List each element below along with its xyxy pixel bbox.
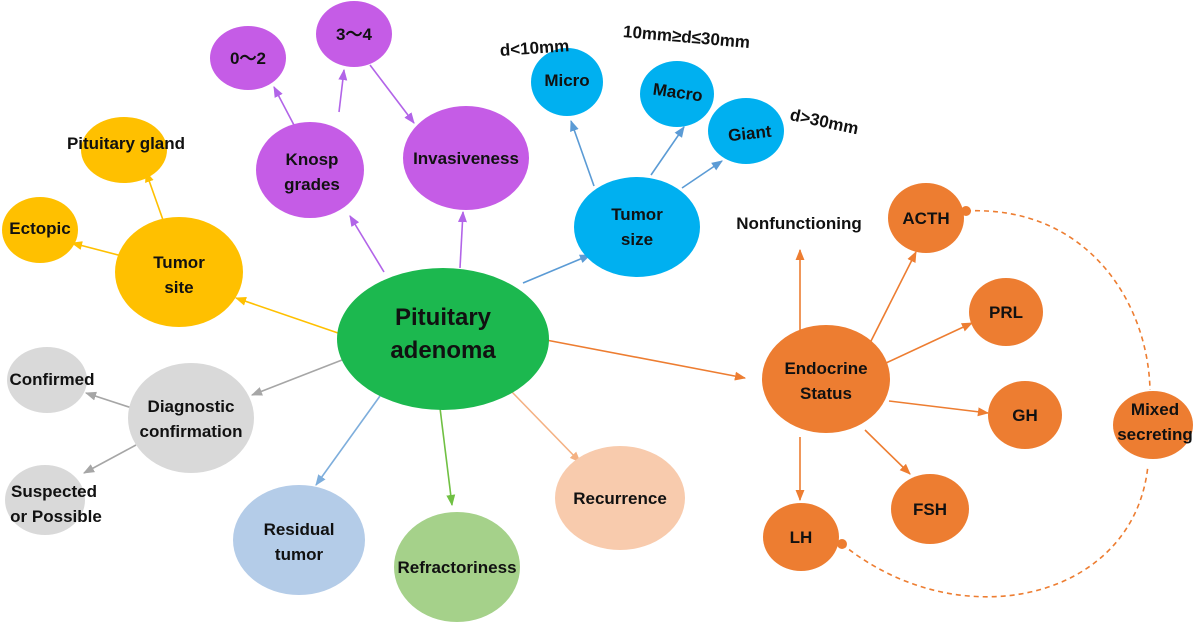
confirmed-node: [7, 347, 87, 413]
invasiveness-label: Invasiveness: [413, 149, 519, 168]
giant-size-note: d>30mm: [788, 105, 860, 138]
edge-knosp-to-grade-0-2: [273, 86, 296, 128]
edge-center-to-residual: [315, 395, 381, 486]
fsh-node: [891, 474, 969, 544]
knosp-grades-node: [256, 122, 364, 218]
tumor-size-label-1: Tumor: [611, 205, 663, 224]
knosp-grades-label-2: grades: [284, 175, 340, 194]
giant-label: Giant: [727, 122, 773, 145]
edge-tumor-size-to-micro: [570, 119, 595, 187]
diagnostic-label-2: confirmation: [140, 422, 243, 441]
residual-label-1: Residual: [264, 520, 335, 539]
edge-tumor-site-to-ectopic: [70, 241, 123, 257]
tumor-site-label-2: site: [164, 278, 193, 297]
edge-tumor-size-to-macro: [650, 126, 685, 176]
gh-node: [988, 381, 1062, 449]
diagnostic-label-1: Diagnostic: [148, 397, 235, 416]
endocrine-status-label-2: Status: [800, 384, 852, 403]
edge-center-to-tumor-site: [234, 297, 339, 334]
edge-tumor-size-to-giant: [681, 160, 723, 189]
suspected-label-1: Suspected: [11, 482, 97, 501]
edge-endocrine-to-acth: [869, 251, 917, 344]
knosp-grades-label-1: Knosp: [286, 150, 339, 169]
prl-node: [969, 278, 1043, 346]
edge-center-to-diagnostic: [250, 359, 343, 396]
lh-connector-dot: [837, 539, 847, 549]
edge-grade-3-4-to-invasiveness: [369, 64, 415, 124]
fsh-label: FSH: [913, 500, 947, 519]
grade-3-4-label: 3～4: [336, 25, 372, 44]
recurrence-node: [555, 446, 685, 550]
suspected-node: [5, 465, 85, 535]
pituitary-adenoma-node: [337, 268, 549, 410]
edge-center-to-tumor-size: [522, 254, 592, 284]
edge-tumor-site-to-pituitary-gland: [145, 170, 164, 221]
suspected-label-2: or Possible: [10, 507, 102, 526]
micro-size-note: d<10mm: [499, 36, 570, 60]
mixed-secreting-node: [1113, 391, 1193, 459]
recurrence-label: Recurrence: [573, 489, 667, 508]
residual-tumor-node: [233, 485, 365, 595]
gh-label: GH: [1012, 406, 1038, 425]
pituitary-adenoma-label-2: adenoma: [390, 337, 496, 364]
mixed-secreting-label-2: secreting: [1117, 425, 1193, 444]
edges: [70, 64, 1151, 598]
grade-3-4-node: [316, 1, 392, 67]
refractoriness-label: Refractoriness: [397, 558, 516, 577]
edge-lh-to-mixed-dashed: [841, 464, 1149, 598]
diagnostic-confirmation-node: [128, 363, 254, 473]
invasiveness-node: [403, 106, 529, 210]
ectopic-node: [2, 197, 78, 263]
tumor-site-node: [115, 217, 243, 327]
edge-endocrine-to-fsh: [864, 429, 911, 475]
pituitary-gland-node: [81, 117, 167, 183]
prl-label: PRL: [989, 303, 1023, 322]
macro-size-note: 10mm≥d≤30mm: [622, 22, 750, 52]
endocrine-status-node: [762, 325, 890, 433]
edge-center-to-endocrine-status: [545, 339, 747, 381]
lh-label: LH: [790, 528, 813, 547]
lh-node: [763, 503, 839, 571]
edge-center-to-recurrence: [511, 391, 581, 463]
acth-label: ACTH: [902, 209, 949, 228]
tumor-size-label-2: size: [621, 230, 653, 249]
grade-0-2-node: [210, 26, 286, 90]
pituitary-gland-label: Pituitary gland: [67, 134, 185, 153]
refractoriness-node: [394, 512, 520, 622]
edge-endocrine-to-gh: [888, 400, 990, 417]
confirmed-label: Confirmed: [10, 370, 95, 389]
edge-knosp-to-grade-3-4: [338, 68, 348, 113]
edge-acth-to-mixed-dashed: [965, 210, 1151, 391]
giant-node: [708, 98, 784, 164]
residual-label-2: tumor: [275, 545, 324, 564]
tumor-size-node: [574, 177, 700, 277]
endocrine-status-label-1: Endocrine: [784, 359, 867, 378]
mixed-secreting-label-1: Mixed: [1131, 400, 1179, 419]
edge-center-to-knosp-grades: [349, 215, 385, 273]
edge-center-to-invasiveness: [457, 210, 467, 269]
micro-label: Micro: [544, 71, 589, 90]
edge-diagnostic-to-suspected: [83, 444, 137, 474]
nonfunctioning-label: Nonfunctioning: [736, 214, 862, 233]
ectopic-label: Ectopic: [9, 219, 70, 238]
edge-center-to-refractoriness: [439, 407, 456, 507]
acth-node: [888, 183, 964, 253]
micro-node: [531, 48, 603, 116]
tumor-site-label-1: Tumor: [153, 253, 205, 272]
macro-node: [640, 61, 714, 127]
grade-0-2-label: 0～2: [230, 49, 266, 68]
edge-endocrine-to-prl: [885, 322, 974, 364]
pituitary-adenoma-label-1: Pituitary: [395, 304, 492, 331]
